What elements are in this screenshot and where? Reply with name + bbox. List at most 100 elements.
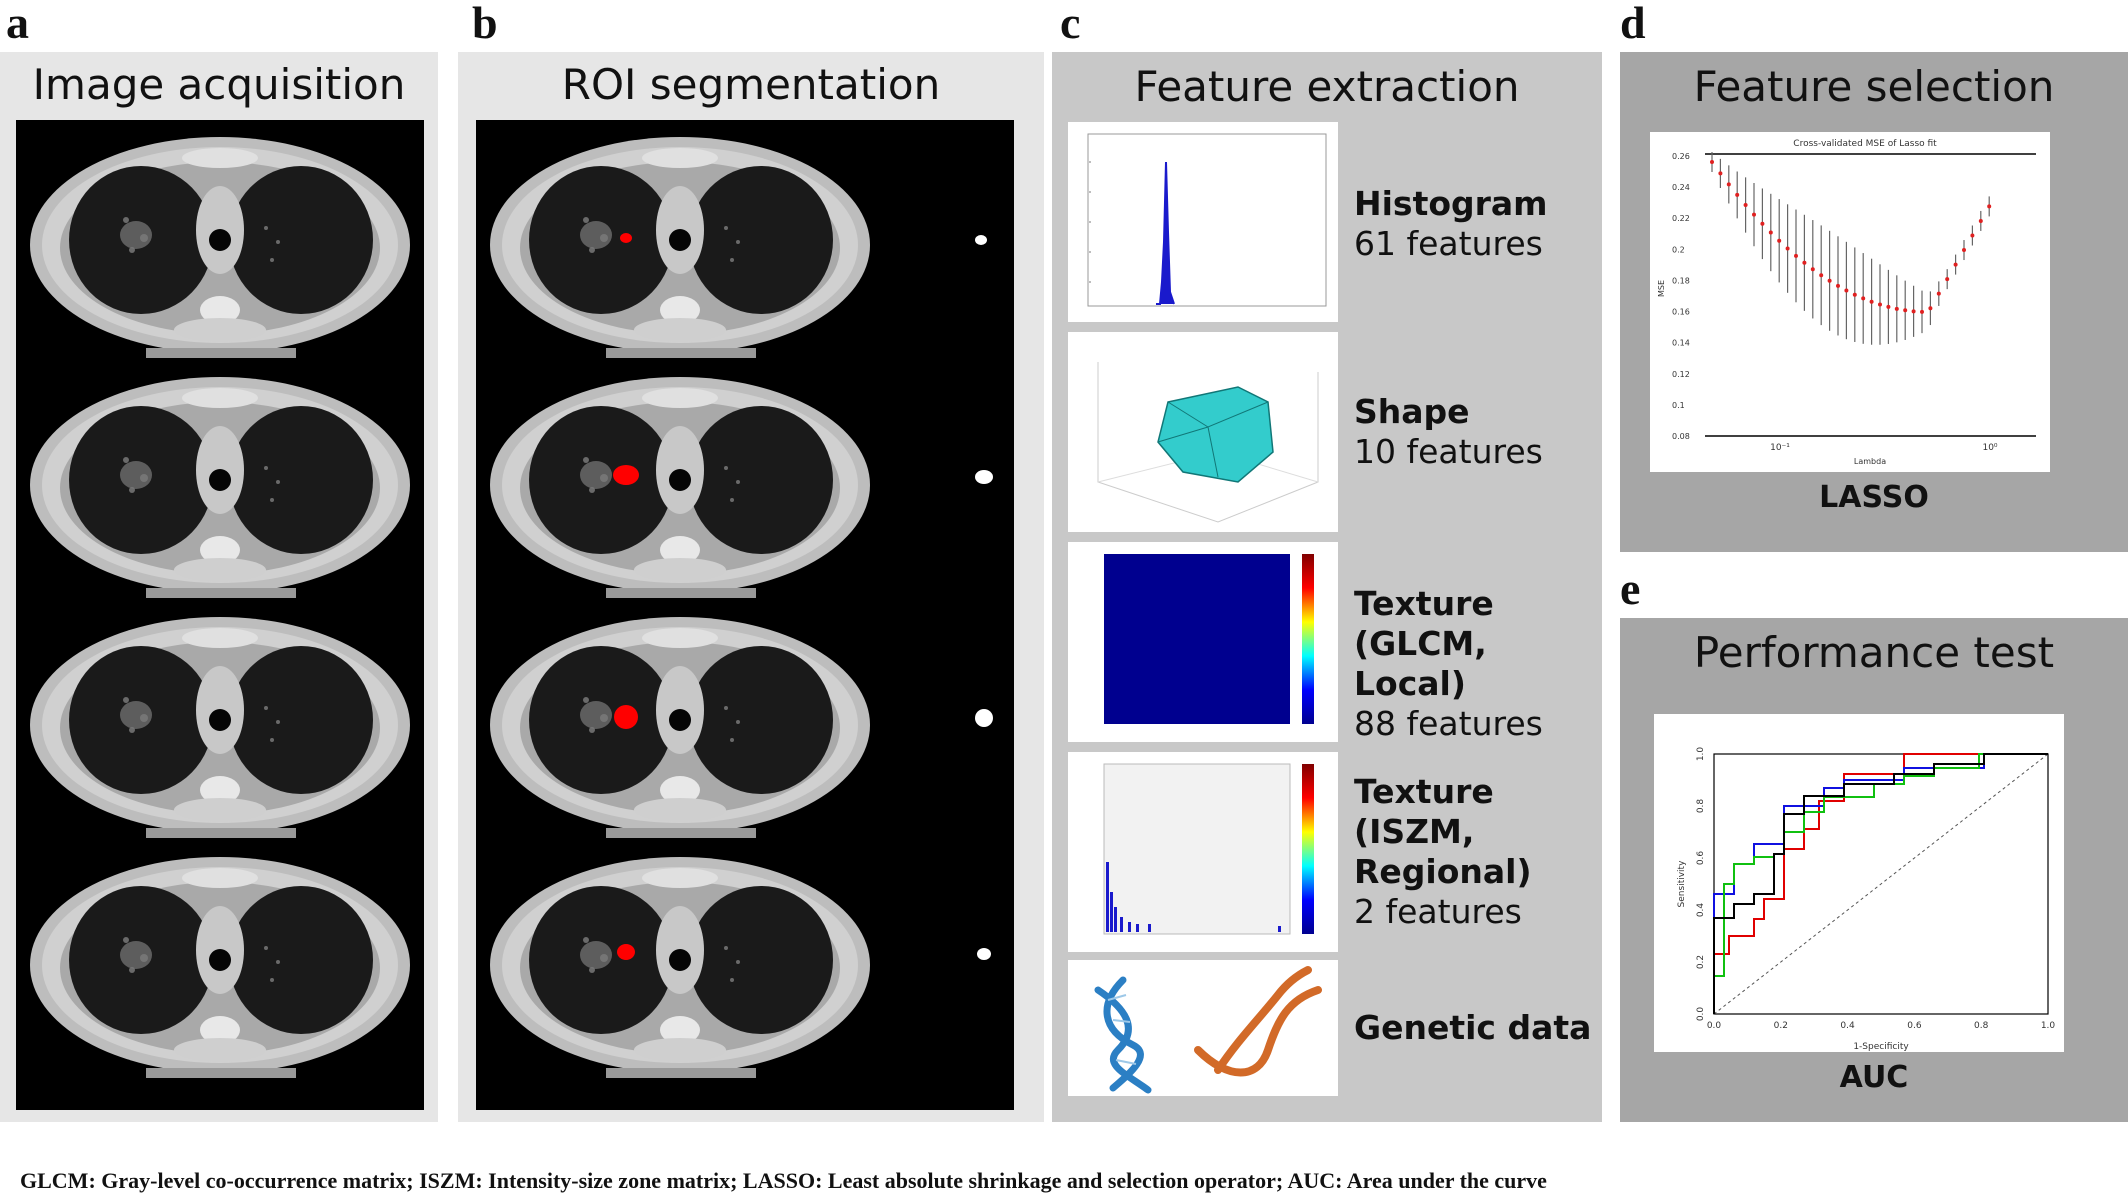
lasso-point xyxy=(1970,233,1975,238)
ct-roi-slice-3 xyxy=(476,600,993,840)
shape-3d-thumbnail xyxy=(1068,332,1338,532)
lasso-point xyxy=(1760,221,1765,226)
ct-roi-slice-4 xyxy=(476,840,991,1080)
feature-name: Histogram xyxy=(1354,184,1548,223)
feature-subtype: (ISZM, xyxy=(1354,812,1475,851)
feature-count: 2 features xyxy=(1354,892,1522,931)
roc-ytick: 0.8 xyxy=(1696,799,1706,814)
lasso-point xyxy=(1878,302,1882,307)
lasso-point xyxy=(1903,308,1908,313)
roc-xtick: 0.6 xyxy=(1907,1021,1922,1031)
lasso-point xyxy=(1920,309,1924,314)
ct-slice-3 xyxy=(16,600,424,840)
lasso-point xyxy=(1802,260,1807,265)
feature-texture-glcm: Texture (GLCM, Local) 88 features xyxy=(1354,584,1602,744)
lasso-point xyxy=(1861,296,1866,301)
ct-roi-stack xyxy=(476,120,1014,1110)
lasso-point xyxy=(1726,182,1731,187)
roc-xtick: 0.0 xyxy=(1707,1021,1722,1031)
panel-title: Image acquisition xyxy=(32,60,406,109)
lasso-point xyxy=(1844,288,1849,293)
figure-footnote: GLCM: Gray-level co-occurrence matrix; I… xyxy=(20,1168,1547,1193)
lasso-point xyxy=(1743,202,1748,207)
lasso-point xyxy=(1911,309,1916,314)
lasso-point xyxy=(1869,299,1874,304)
ct-image-stack xyxy=(16,120,424,1110)
roc-xtick: 0.8 xyxy=(1974,1021,1989,1031)
panel-label-a: a xyxy=(6,0,29,48)
lasso-xtick: 10⁻¹ xyxy=(1770,443,1790,453)
lasso-point xyxy=(1928,306,1933,311)
lasso-caption: LASSO xyxy=(1819,480,1929,515)
lasso-ytick: 0.2 xyxy=(1672,245,1685,254)
roc-xtick: 1.0 xyxy=(2041,1021,2056,1031)
roc-ytick: 0.4 xyxy=(1696,903,1706,918)
lasso-ytick: 0.1 xyxy=(1672,401,1685,410)
lasso-ytick: 0.22 xyxy=(1672,214,1690,223)
feature-count: 61 features xyxy=(1354,224,1543,263)
lasso-ytick: 0.18 xyxy=(1672,276,1690,285)
feature-name: Genetic data xyxy=(1354,1008,1592,1047)
histogram-thumbnail xyxy=(1068,122,1338,322)
lasso-ytick: 0.24 xyxy=(1672,183,1690,192)
dna-thumbnail xyxy=(1068,960,1338,1096)
feature-count: 88 features xyxy=(1354,704,1543,743)
lasso-ytick: 0.14 xyxy=(1672,339,1690,348)
lasso-ylabel: MSE xyxy=(1657,280,1666,297)
roc-xtick: 0.4 xyxy=(1840,1021,1855,1031)
feature-name: Texture xyxy=(1354,584,1494,623)
lasso-point xyxy=(1978,218,1983,223)
roc-ytick: 0.2 xyxy=(1696,955,1706,969)
lasso-point xyxy=(1810,267,1815,272)
lasso-point xyxy=(1852,292,1857,297)
lasso-point xyxy=(1936,291,1941,296)
lasso-point xyxy=(1945,277,1950,282)
ct-slice-2 xyxy=(16,360,424,600)
lasso-point xyxy=(1827,278,1832,283)
feature-genetic: Genetic data xyxy=(1354,1008,1591,1048)
ct-slice-4 xyxy=(16,840,424,1080)
panel-roi-segmentation: ROI segmentation xyxy=(458,52,1044,1122)
lasso-point xyxy=(1794,253,1798,258)
lasso-ytick: 0.08 xyxy=(1672,432,1690,441)
lasso-point xyxy=(1819,273,1824,278)
ct-roi-slice-1 xyxy=(476,120,987,360)
lasso-plot-title: Cross-validated MSE of Lasso fit xyxy=(1793,139,1937,149)
feature-subtype: Regional) xyxy=(1354,852,1532,891)
ct-roi-slice-2 xyxy=(476,360,993,600)
feature-count: 10 features xyxy=(1354,432,1543,471)
roc-ylabel: Sensitivity xyxy=(1677,860,1687,908)
lasso-point xyxy=(1785,246,1790,251)
lasso-point xyxy=(1710,160,1714,164)
feature-name: Texture xyxy=(1354,772,1494,811)
lasso-point xyxy=(1718,171,1723,176)
lasso-point xyxy=(1836,283,1840,288)
lasso-point xyxy=(1886,304,1891,309)
panel-label-e: e xyxy=(1620,563,1641,614)
feature-histogram: Histogram 61 features xyxy=(1354,184,1548,264)
lasso-point xyxy=(1894,306,1899,311)
lasso-point xyxy=(1987,204,1992,209)
lasso-ytick: 0.16 xyxy=(1672,308,1690,317)
roc-ytick: 0.6 xyxy=(1696,851,1706,866)
roc-curve-green xyxy=(1713,753,2048,1014)
panel-image-acquisition: Image acquisition xyxy=(0,52,438,1122)
panel-feature-selection: Feature selection Cross-validated MSE of… xyxy=(1620,52,2128,552)
lasso-point xyxy=(1752,212,1756,217)
panel-title: Feature extraction xyxy=(1134,62,1520,111)
lasso-point xyxy=(1953,262,1958,267)
ct-slice-1 xyxy=(16,120,424,360)
roc-plot: 0.00.00.20.20.40.40.60.60.80.81.01.0 1-S… xyxy=(1654,714,2064,1052)
feature-shape: Shape 10 features xyxy=(1354,392,1543,472)
roc-curve-black xyxy=(1713,753,2048,1014)
lasso-point xyxy=(1962,248,1966,253)
panel-label-c: c xyxy=(1060,0,1081,48)
lasso-point xyxy=(1735,192,1740,197)
roc-xtick: 0.2 xyxy=(1774,1021,1788,1031)
feature-texture-iszm: Texture (ISZM, Regional) 2 features xyxy=(1354,772,1532,932)
lasso-xtick: 10⁰ xyxy=(1982,443,1997,453)
panel-title: ROI segmentation xyxy=(561,60,941,109)
feature-name: Shape xyxy=(1354,392,1470,431)
auc-caption: AUC xyxy=(1839,1060,1909,1095)
